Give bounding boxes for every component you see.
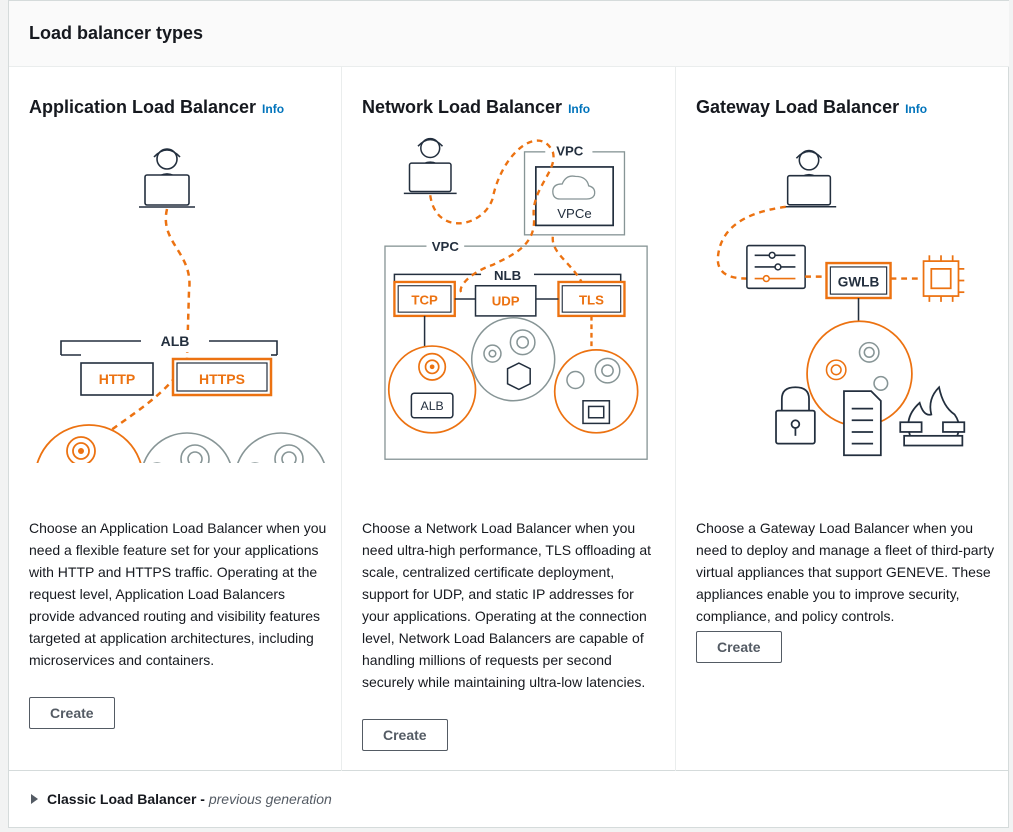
nlb-create-button[interactable]: Create — [362, 719, 448, 751]
container-target-icon — [143, 432, 231, 463]
alb-create-button[interactable]: Create — [29, 697, 115, 729]
alb-card: Application Load Balancer Info ALB — [9, 67, 342, 771]
gwlb-diagram: GWLB — [716, 149, 966, 457]
outer-vpc-box — [384, 245, 648, 460]
tcp-box — [393, 280, 456, 318]
classic-load-balancer-expander[interactable]: Classic Load Balancer - previous generat… — [9, 772, 1009, 828]
outer-vpc-label: VPC — [432, 239, 460, 254]
udp-box — [474, 284, 537, 317]
classic-lb-note: previous generation — [208, 791, 332, 807]
vpc-label: VPC — [556, 144, 584, 159]
gwlb-traffic-path — [716, 205, 786, 280]
udp-label: UDP — [492, 294, 520, 309]
instance-target-icon — [237, 432, 325, 463]
nlb-title: Network Load Balancer Info — [362, 97, 590, 118]
gwlb-card: Gateway Load Balancer Info — [676, 67, 1009, 771]
nlb-diagram: VPC VPCe VPC NLB TCP — [384, 137, 648, 460]
appliance-icon — [746, 244, 806, 290]
caret-right-icon[interactable] — [31, 794, 38, 804]
alb-title-text: Application Load Balancer — [29, 97, 257, 117]
panel-header: Load balancer types — [9, 1, 1009, 67]
appliance-chip-icon — [922, 255, 965, 302]
nlb-box-label: NLB — [494, 268, 521, 283]
alb-diagram: ALB HTTP HTTPS λ — [36, 148, 325, 463]
nlb-info-link[interactable]: Info — [568, 102, 591, 116]
lock-icon — [775, 386, 816, 445]
alb-title: Application Load Balancer Info — [29, 97, 284, 118]
alb-target-label: ALB — [421, 399, 444, 413]
classic-lb-label[interactable]: Classic Load Balancer - previous generat… — [47, 791, 332, 807]
container-target-icon — [470, 317, 556, 402]
alb-bracket — [60, 340, 278, 355]
gwlb-title-text: Gateway Load Balancer — [696, 97, 900, 117]
instance-target-icon — [553, 349, 639, 434]
alb-info-link[interactable]: Info — [262, 102, 285, 116]
tls-label: TLS — [579, 293, 604, 308]
http-box — [80, 362, 154, 396]
tcp-label: TCP — [411, 293, 438, 308]
gwlb-info-link[interactable]: Info — [905, 102, 928, 116]
nlb-card: Network Load Balancer Info VPC VPCe — [342, 67, 676, 771]
firewall-icon — [899, 385, 966, 447]
gwlb-box — [825, 261, 892, 300]
nlb-traffic-path — [429, 139, 555, 295]
gwlb-create-button[interactable]: Create — [696, 631, 782, 663]
nlb-description: Choose a Network Load Balancer when you … — [362, 520, 652, 690]
load-balancer-types-panel: Load balancer types Application Load Bal… — [8, 0, 1009, 828]
alb-target-icon: ALB — [387, 345, 477, 434]
http-label: HTTP — [99, 371, 136, 387]
checklist-icon — [843, 390, 882, 457]
gwlb-targets-icon — [806, 320, 913, 427]
vpce-label: VPCe — [557, 206, 591, 221]
user-icon — [403, 137, 457, 195]
alb-description: Choose an Application Load Balancer when… — [29, 520, 327, 668]
https-label: HTTPS — [199, 371, 245, 387]
https-box — [171, 357, 273, 397]
classic-lb-separator: - — [196, 791, 209, 807]
classic-lb-title: Classic Load Balancer — [47, 791, 197, 807]
panel-title: Load balancer types — [29, 23, 204, 43]
load-balancer-options: Application Load Balancer Info ALB — [9, 67, 1009, 771]
alb-traffic-path — [93, 208, 191, 444]
alb-box-label: ALB — [161, 333, 190, 349]
lambda-target-icon: λ — [36, 424, 142, 463]
gwlb-label: GWLB — [838, 274, 880, 289]
user-icon — [139, 148, 195, 208]
gwlb-title: Gateway Load Balancer Info — [696, 97, 927, 118]
gwlb-description: Choose a Gateway Load Balancer when you … — [696, 520, 995, 624]
nlb-title-text: Network Load Balancer — [362, 97, 563, 117]
user-icon — [781, 149, 837, 208]
